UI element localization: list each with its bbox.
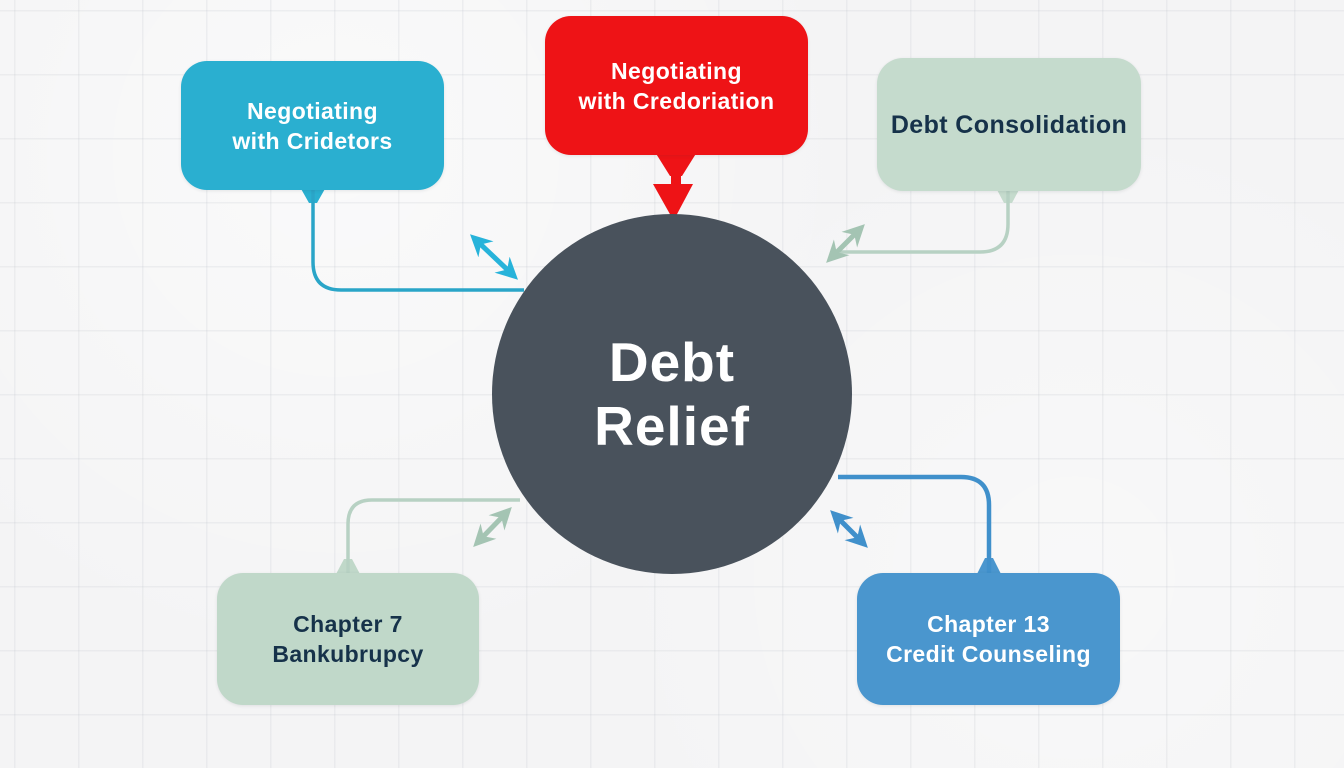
node-label-line: Bankubrupcy <box>272 641 424 667</box>
node-label-line: Negotiating <box>247 97 378 124</box>
node-label-line: with Credoriation <box>578 87 775 114</box>
node-chapter-7-bankubrupcy: Chapter 7 Bankubrupcy <box>217 573 479 705</box>
double-arrow-bottom-right <box>830 510 868 548</box>
connector-bottom-left <box>346 498 520 574</box>
node-negotiating-with-credoriation: Negotiating with Credoriation <box>545 16 808 155</box>
node-tail-top-center <box>655 152 697 176</box>
connector-top-left <box>311 190 524 292</box>
node-label-line: Debt Consolidation <box>890 110 1128 139</box>
node-label-line: Chapter 7 <box>293 611 403 637</box>
node-chapter-13-credit-counseling: Chapter 13 Credit Counseling <box>857 573 1120 705</box>
connector-top-right <box>840 189 1010 254</box>
double-arrow-top-left <box>470 234 518 280</box>
connector-bottom-right <box>838 474 992 574</box>
node-label-line: Credit Counseling <box>886 641 1091 667</box>
red-arrow-head <box>653 184 693 216</box>
center-node-debt-relief: Debt Relief <box>492 214 852 574</box>
node-debt-consolidation: Debt Consolidation <box>877 58 1141 191</box>
double-arrow-top-right <box>826 224 865 263</box>
center-label-line: Debt <box>608 331 736 393</box>
node-negotiating-with-cridetors: Negotiating with Cridetors <box>181 61 444 190</box>
node-label-line: Chapter 13 <box>927 611 1050 637</box>
center-label-line: Relief <box>594 395 750 457</box>
red-arrow-stem <box>671 168 681 186</box>
node-label-line: Negotiating <box>611 57 742 84</box>
node-label-line: with Cridetors <box>232 127 393 154</box>
double-arrow-bottom-left <box>473 507 512 547</box>
